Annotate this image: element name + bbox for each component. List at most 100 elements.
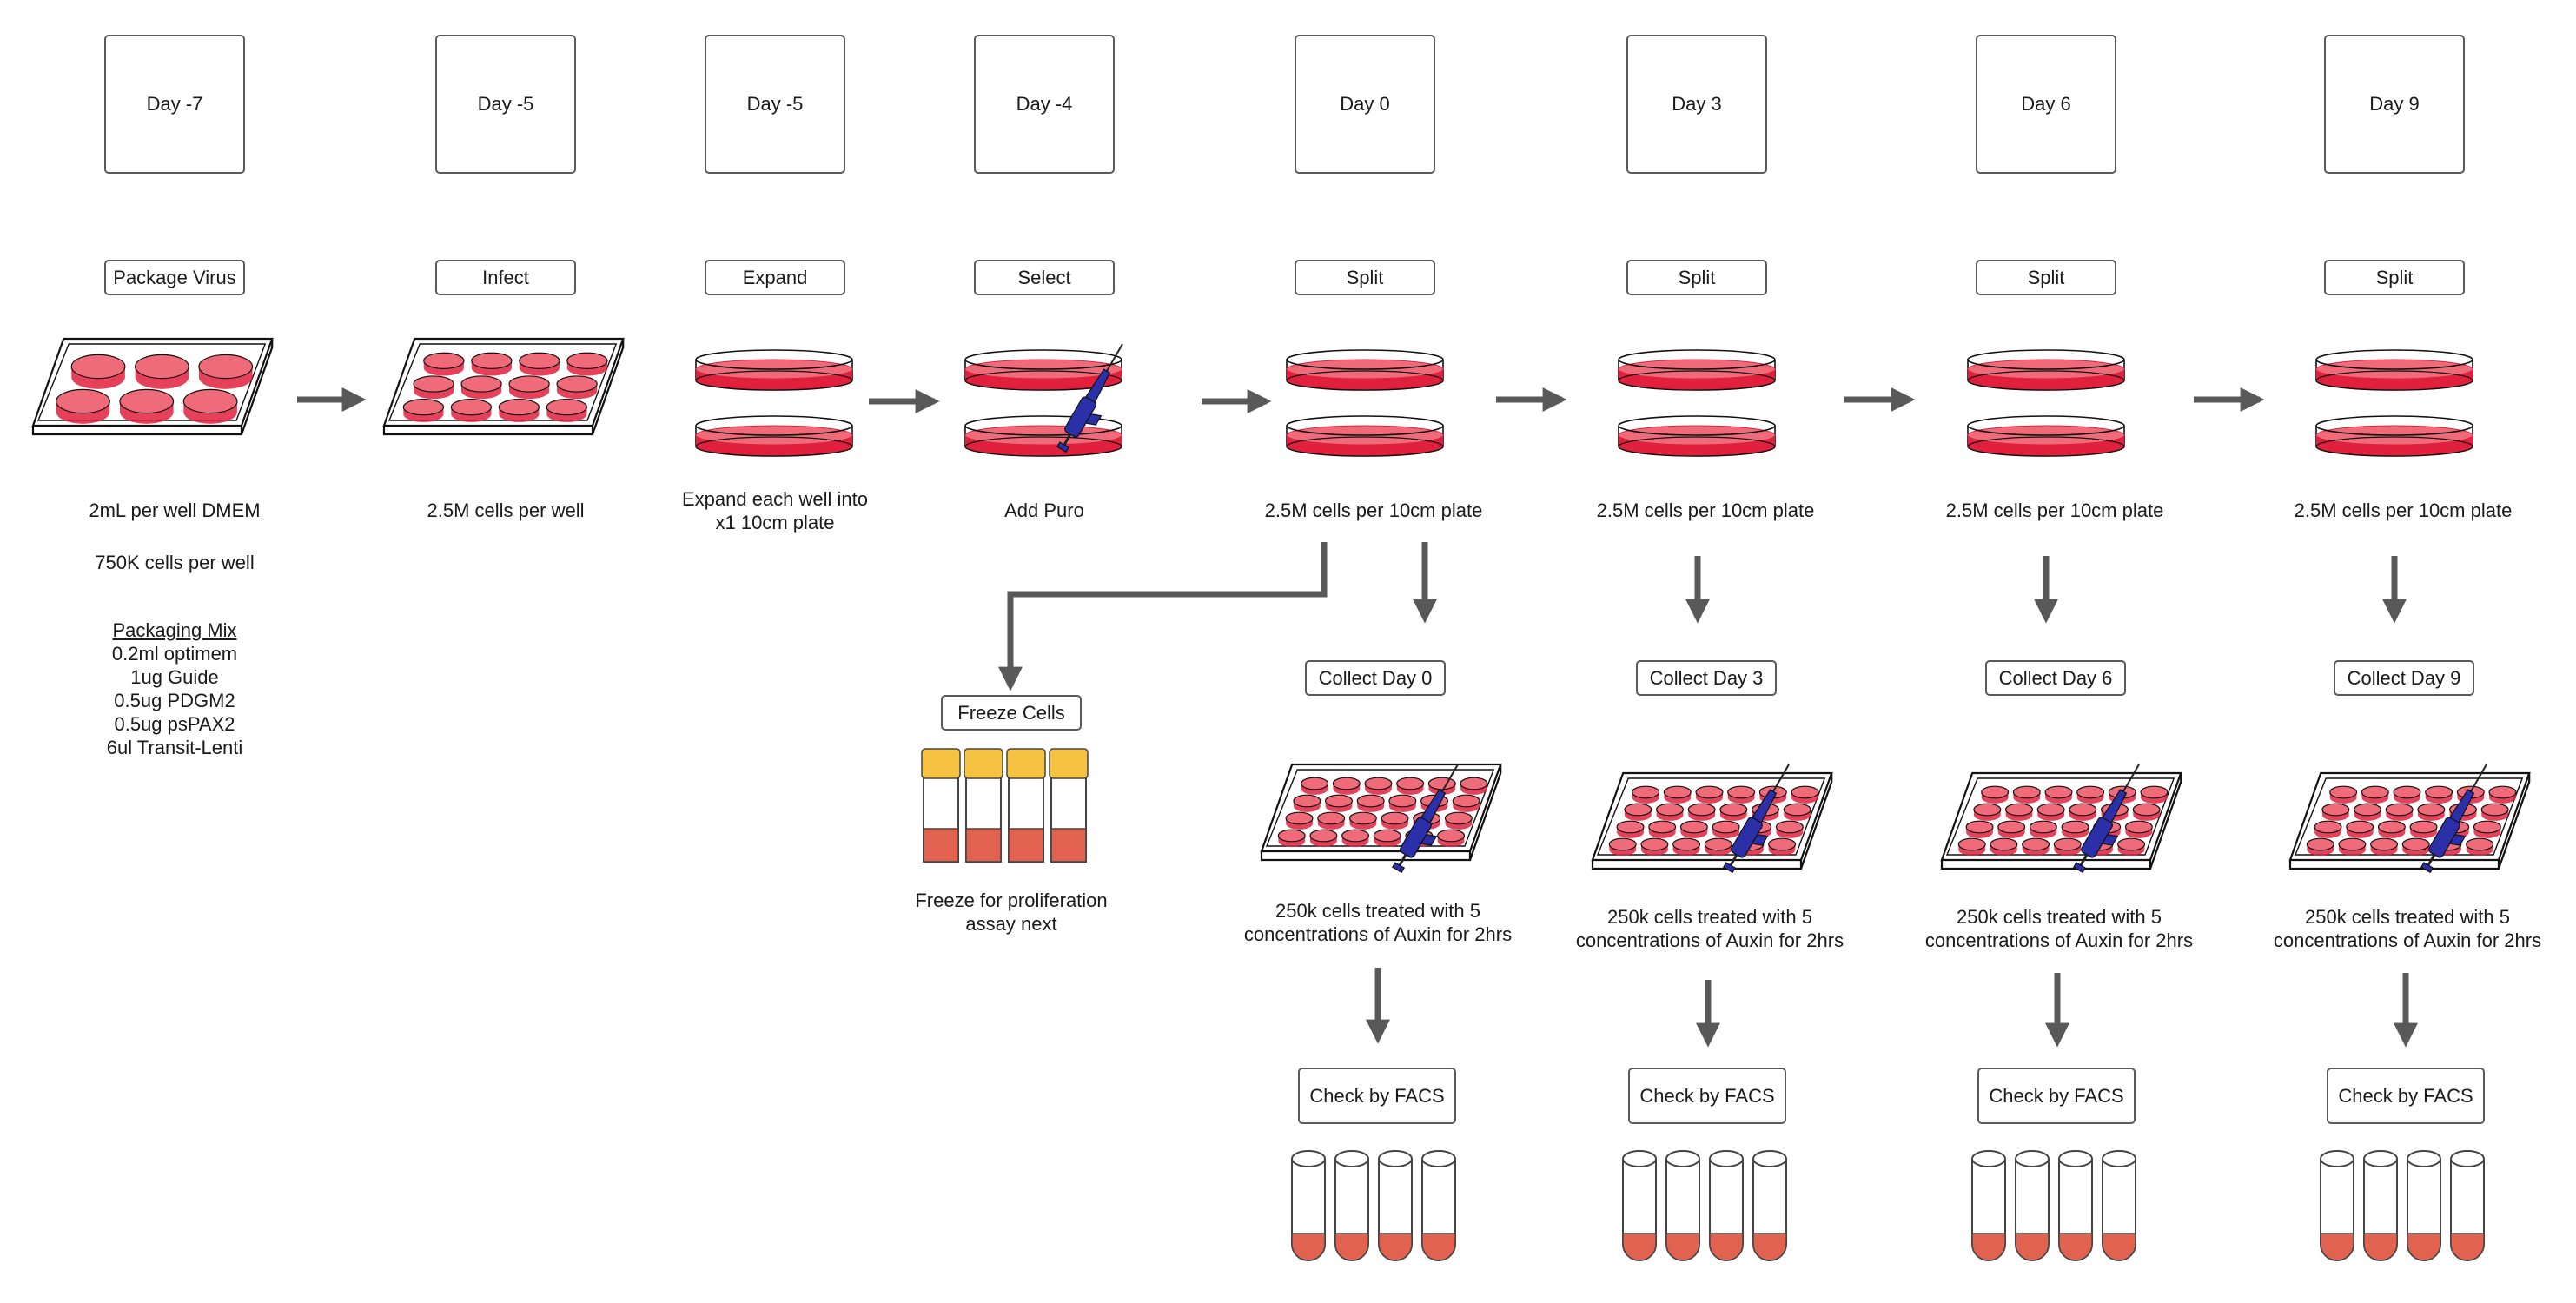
day-label: Day -5 [746,93,804,115]
facs-tube-icon [1622,1150,1657,1261]
well-plate-icon [2288,771,2531,870]
packaging-mix-item: 6ul Transit-Lenti [106,737,243,758]
petri-dish-icon [1286,415,1444,457]
facs-tube-icon [2015,1150,2050,1261]
collect-label-text: Collect Day 3 [1649,666,1764,689]
step-label-split-1: Split [1295,260,1435,295]
pipette-icon [2072,764,2140,874]
day-box-6: Day 3 [1626,35,1767,174]
note-line: concentrations of Auxin for 2hrs [1243,923,1513,945]
pipette-icon [2420,764,2487,874]
step-label-text: Split [2375,266,2414,288]
note-line: concentrations of Auxin for 2hrs [2273,929,2542,951]
cryovial-icon [964,748,1003,863]
day-label: Day -4 [1016,93,1073,115]
note-line: 2.5M cells per well [427,499,585,521]
collect-label-text: Collect Day 0 [1318,666,1433,689]
step-note-6: 2.5M cells per 10cm plate [1558,499,1853,522]
day-label: Day -5 [477,93,534,115]
petri-dish-icon [1286,349,1444,391]
packaging-mix-item: 1ug Guide [130,666,219,688]
petri-dish-icon [964,415,1122,457]
packaging-mix-item: 0.5ug psPAX2 [114,713,235,735]
note-line: 250k cells treated with 5 [2304,906,2511,928]
note-line: 250k cells treated with 5 [1606,906,1813,928]
note-line: 2mL per well DMEM [89,499,261,521]
packaging-mix: Packaging Mix 0.2ml optimem 1ug Guide 0.… [36,618,314,759]
petri-dish-icon [1618,415,1776,457]
facs-tube-icon [1378,1150,1413,1261]
note-line: Freeze for proliferation [915,890,1108,911]
note-line: Expand each well into [681,488,869,510]
day-box-7: Day 6 [1976,35,2116,174]
step-note-8: 2.5M cells per 10cm plate [2255,499,2551,522]
facs-label-2: Check by FACS [1628,1068,1786,1124]
pipette-icon [1391,764,1459,874]
facs-label-4: Check by FACS [2327,1068,2485,1124]
facs-label-text: Check by FACS [1639,1084,1775,1107]
collect-label-day-3: Collect Day 3 [1636,660,1777,696]
freeze-cells-label: Freeze Cells [941,695,1082,731]
day-box-3: Day -5 [705,35,845,174]
step-label-split-3: Split [1976,260,2116,295]
step-label-text: Infect [482,266,529,288]
collect-label-day-9: Collect Day 9 [2334,660,2474,696]
cryovial-icon [921,748,961,863]
well-plate-icon [1940,771,2182,870]
note-line: x1 10cm plate [715,512,835,533]
note-line: 2.5M cells per 10cm plate [1596,499,1815,521]
day-label: Day 0 [1340,93,1390,115]
day-label: Day -7 [146,93,203,115]
petri-dish-icon [695,349,853,391]
facs-label-1: Check by FACS [1298,1068,1456,1124]
day-label: Day 9 [2369,93,2420,115]
note-line: 250k cells treated with 5 [1275,900,1481,922]
note-line: 2.5M cells per 10cm plate [2294,499,2513,521]
step-note-7: 2.5M cells per 10cm plate [1907,499,2202,522]
step-note-2: 2.5M cells per well [367,499,645,522]
well-plate-icon [1591,771,1833,870]
facs-tube-icon [2058,1150,2093,1261]
cell-count-note: 750K cells per well [36,551,314,574]
day-label: Day 6 [2021,93,2071,115]
note-line: 2.5M cells per 10cm plate [1945,499,2164,521]
step-label-text: Split [1678,266,1716,288]
step-note-4: Add Puro [905,499,1183,522]
day-box-2: Day -5 [435,35,576,174]
facs-tube-icon [2450,1150,2485,1261]
facs-tube-icon [1665,1150,1700,1261]
freeze-label-text: Freeze Cells [957,701,1065,724]
petri-dish-icon [1618,349,1776,391]
step-label-split-4: Split [2324,260,2465,295]
facs-tube-icon [2363,1150,2398,1261]
well-plate-icon [31,337,274,436]
facs-tube-icon [1709,1150,1744,1261]
note-line: concentrations of Auxin for 2hrs [1924,929,2194,951]
step-label-expand: Expand [705,260,845,295]
cryovial-icon [1049,748,1089,863]
facs-tube-icon [1291,1150,1326,1261]
packaging-mix-title: Packaging Mix [112,619,237,641]
petri-dish-icon [1967,349,2125,391]
well-plate-icon [382,337,625,436]
step-label-package-virus: Package Virus [104,260,245,295]
collect-label-day-6: Collect Day 6 [1985,660,2126,696]
step-label-text: Select [1017,266,1071,288]
pipette-icon [1056,343,1123,453]
facs-label-text: Check by FACS [1989,1084,2124,1107]
step-note-5: 2.5M cells per 10cm plate [1226,499,1521,522]
day-box-8: Day 9 [2324,35,2465,174]
petri-dish-icon [2315,415,2473,457]
note-line: 250k cells treated with 5 [1956,906,2162,928]
collect-label-text: Collect Day 9 [2347,666,2461,689]
facs-tube-icon [2407,1150,2441,1261]
day-box-5: Day 0 [1295,35,1435,174]
collect-label-day-0: Collect Day 0 [1305,660,1446,696]
